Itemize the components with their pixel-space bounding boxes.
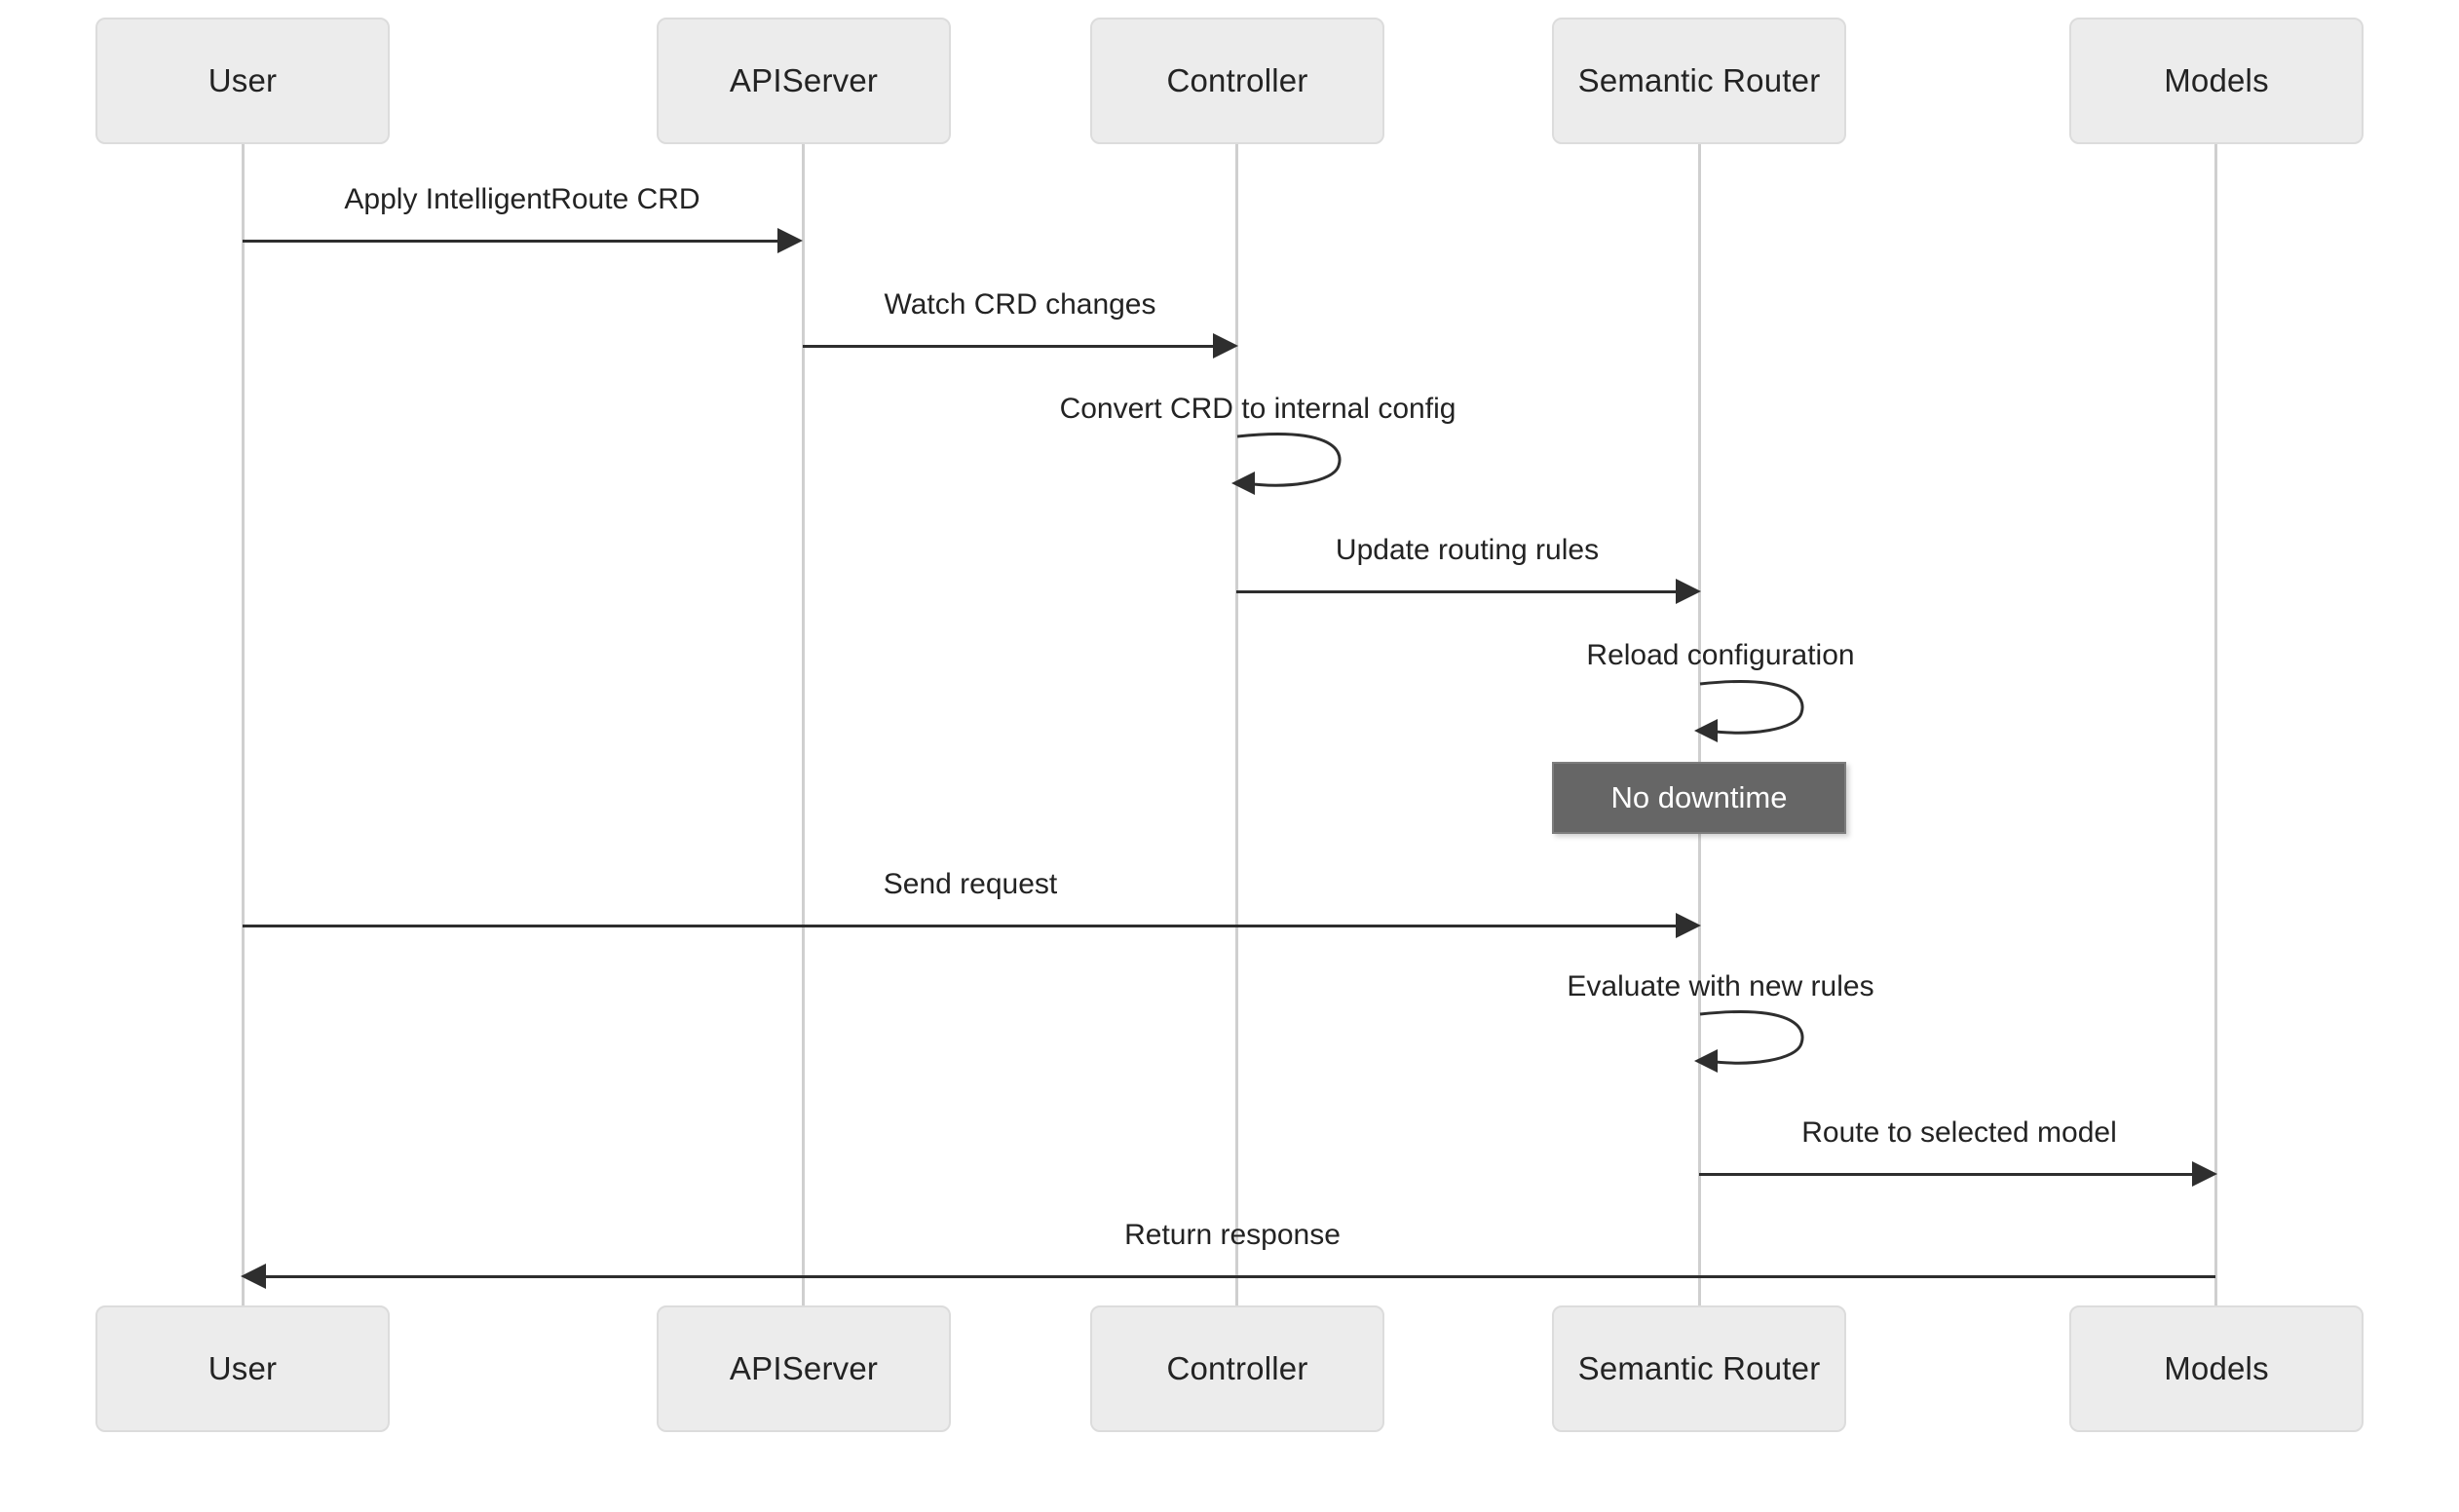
actor-label-models: Models bbox=[2164, 62, 2269, 98]
self-loop-convert-crd-to-internal-config bbox=[1230, 429, 1366, 497]
message-line-route-to-selected-model bbox=[1699, 1173, 2192, 1176]
self-loop-evaluate-with-new-rules bbox=[1692, 1006, 1829, 1075]
message-arrowhead-update-routing-rules bbox=[1676, 579, 1701, 604]
message-label-convert-crd-to-internal-config: Convert CRD to internal config bbox=[1059, 393, 1456, 425]
message-label-reload-configuration: Reload configuration bbox=[1586, 639, 1855, 671]
message-label-return-response: Return response bbox=[1124, 1219, 1341, 1251]
message-line-return-response bbox=[266, 1275, 2215, 1278]
actor-box-user-bottom[interactable]: User bbox=[95, 1305, 390, 1432]
actor-box-apiserver-bottom[interactable]: APIServer bbox=[657, 1305, 951, 1432]
actor-label-semantic-router: Semantic Router bbox=[1577, 62, 1821, 98]
actor-label-apiserver-bottom: APIServer bbox=[729, 1350, 879, 1386]
actor-label-user: User bbox=[208, 62, 278, 98]
actor-box-semantic-router[interactable]: Semantic Router bbox=[1552, 18, 1846, 144]
lifeline-apiserver bbox=[802, 144, 805, 1305]
actor-label-apiserver: APIServer bbox=[729, 62, 879, 98]
actor-label-semantic-router-bottom: Semantic Router bbox=[1577, 1350, 1821, 1386]
message-arrowhead-route-to-selected-model bbox=[2192, 1161, 2217, 1187]
message-line-send-request bbox=[243, 925, 1676, 927]
message-label-route-to-selected-model: Route to selected model bbox=[1801, 1116, 2117, 1149]
actor-box-controller-bottom[interactable]: Controller bbox=[1090, 1305, 1384, 1432]
message-line-apply-intelligentroute-crd bbox=[243, 240, 777, 243]
message-arrowhead-apply-intelligentroute-crd bbox=[777, 228, 803, 253]
message-label-watch-crd-changes: Watch CRD changes bbox=[884, 288, 1156, 321]
lifeline-router bbox=[1698, 144, 1701, 1305]
message-label-send-request: Send request bbox=[883, 868, 1058, 900]
actor-box-apiserver[interactable]: APIServer bbox=[657, 18, 951, 144]
actor-box-models-bottom[interactable]: Models bbox=[2069, 1305, 2364, 1432]
note-label-no-downtime: No downtime bbox=[1610, 780, 1788, 814]
note-no-downtime: No downtime bbox=[1552, 762, 1846, 834]
actor-box-user[interactable]: User bbox=[95, 18, 390, 144]
actor-label-user-bottom: User bbox=[208, 1350, 278, 1386]
message-line-watch-crd-changes bbox=[803, 345, 1213, 348]
actor-box-semantic-router-bottom[interactable]: Semantic Router bbox=[1552, 1305, 1846, 1432]
lifeline-user bbox=[242, 144, 245, 1305]
message-arrowhead-return-response bbox=[241, 1264, 266, 1289]
lifeline-models bbox=[2214, 144, 2217, 1305]
actor-label-controller: Controller bbox=[1166, 62, 1308, 98]
actor-label-models-bottom: Models bbox=[2164, 1350, 2269, 1386]
message-label-apply-intelligentroute-crd: Apply IntelligentRoute CRD bbox=[344, 183, 700, 215]
message-arrowhead-send-request bbox=[1676, 913, 1701, 938]
actor-label-controller-bottom: Controller bbox=[1166, 1350, 1308, 1386]
message-line-update-routing-rules bbox=[1236, 590, 1676, 593]
message-label-evaluate-with-new-rules: Evaluate with new rules bbox=[1567, 970, 1874, 1002]
actor-box-controller[interactable]: Controller bbox=[1090, 18, 1384, 144]
lifeline-controller bbox=[1235, 144, 1238, 1305]
self-loop-reload-configuration bbox=[1692, 676, 1829, 744]
actor-box-models[interactable]: Models bbox=[2069, 18, 2364, 144]
message-label-update-routing-rules: Update routing rules bbox=[1335, 534, 1600, 566]
message-arrowhead-watch-crd-changes bbox=[1213, 333, 1238, 359]
